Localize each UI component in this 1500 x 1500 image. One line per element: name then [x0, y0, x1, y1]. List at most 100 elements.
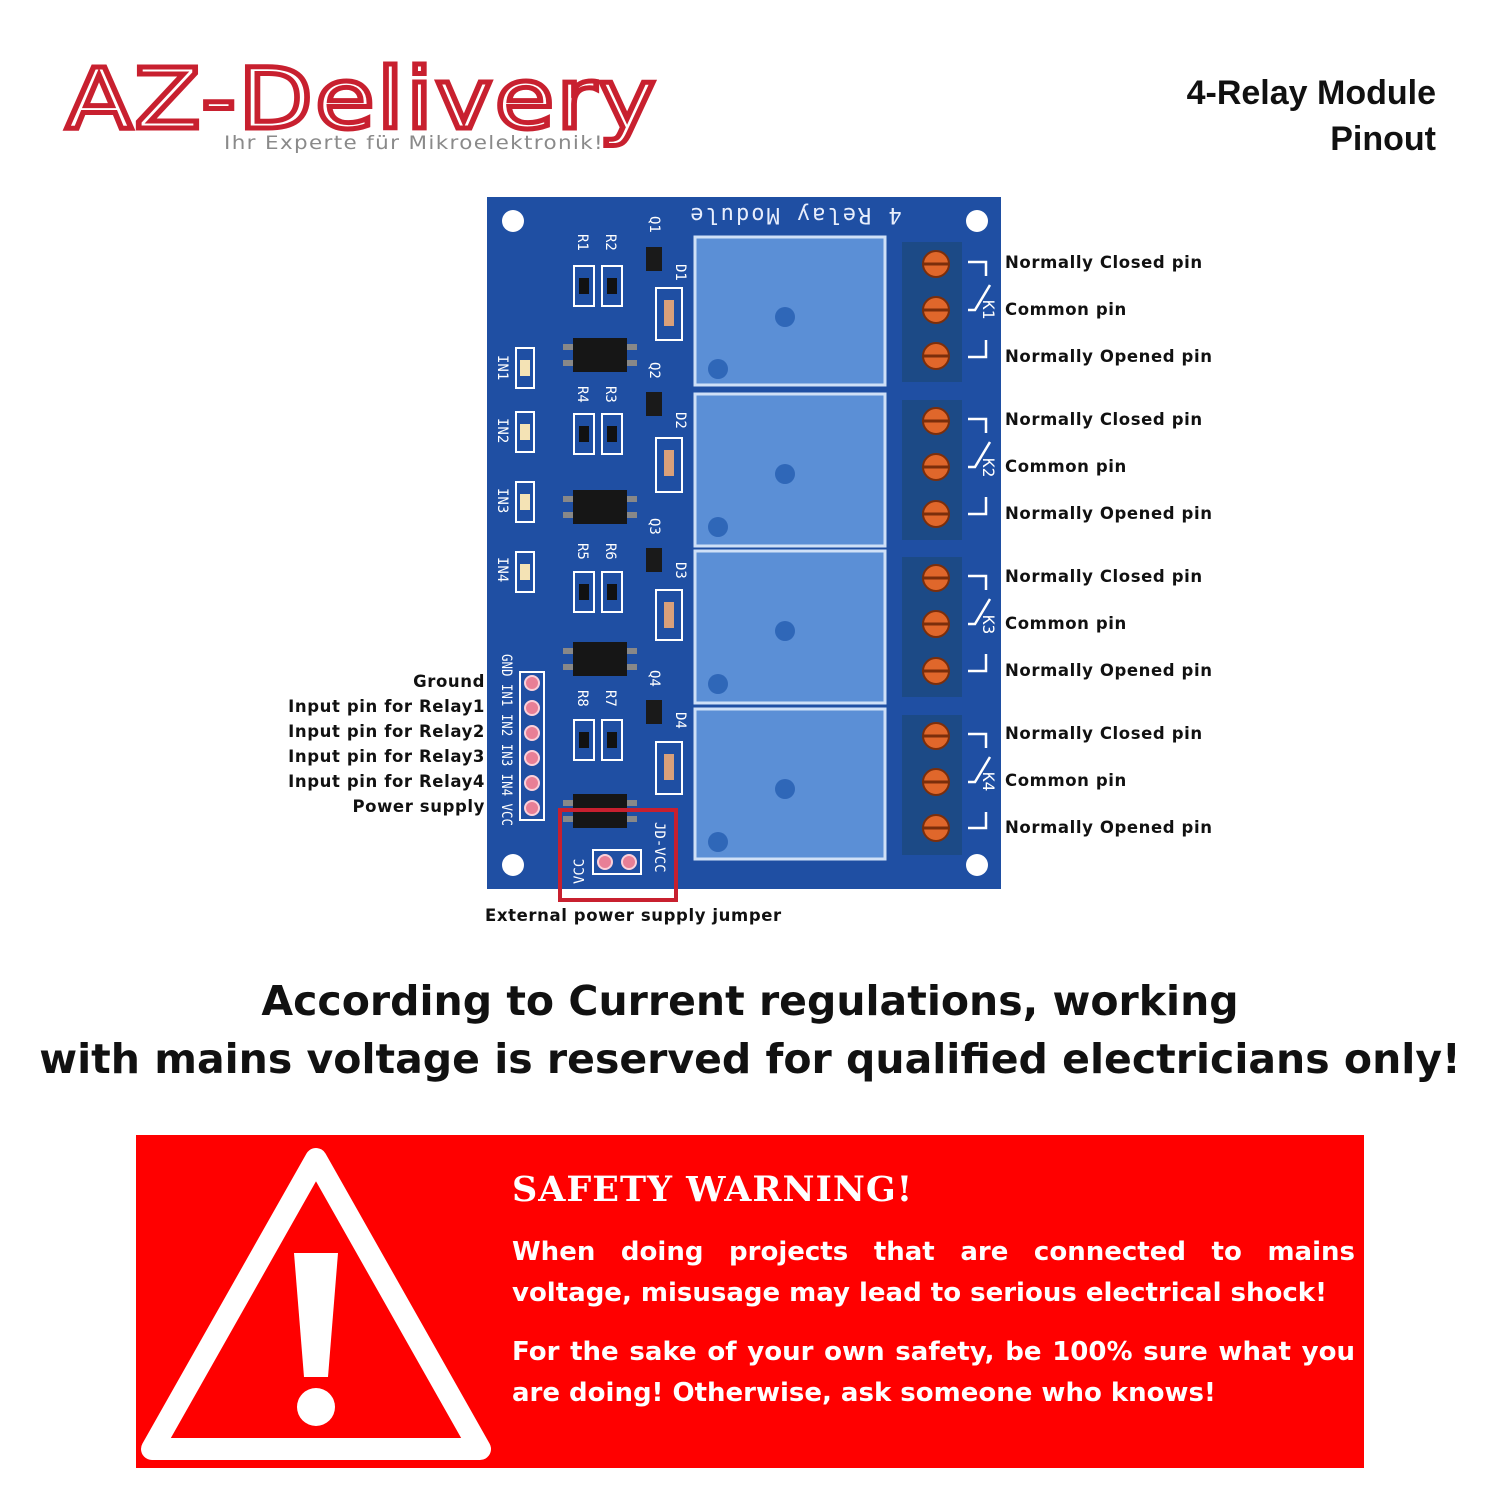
- pin-header: [519, 671, 545, 821]
- diode-label-d1: D1: [672, 264, 688, 281]
- regulation-notice: According to Current regulations, workin…: [0, 972, 1500, 1088]
- resistor: [573, 571, 595, 613]
- header-label-gnd: Ground: [413, 672, 485, 691]
- jumper-header: [592, 849, 642, 875]
- pin-label-k4-com: Common pin: [1005, 771, 1127, 790]
- relay-k4: [693, 707, 887, 861]
- relay-label-k1: K1: [979, 300, 998, 319]
- resistor: [601, 719, 623, 761]
- resistor-label: R1: [574, 234, 590, 251]
- regulation-line1: According to Current regulations, workin…: [261, 977, 1239, 1025]
- pin-label-k2-nc: Normally Closed pin: [1005, 410, 1203, 429]
- relay-switch-symbols: [968, 260, 992, 830]
- pin-label-k1-no: Normally Opened pin: [1005, 347, 1213, 366]
- header-label-in2: Input pin for Relay2: [288, 722, 485, 741]
- pin-label-k1-nc: Normally Closed pin: [1005, 253, 1203, 272]
- resistor-label: R7: [602, 690, 618, 707]
- pin-label-k4-nc: Normally Closed pin: [1005, 724, 1203, 743]
- resistor: [573, 265, 595, 307]
- jumper-vcc-label: VCC: [572, 859, 588, 884]
- resistor: [601, 571, 623, 613]
- silkscreen-title: 4 Relay Module: [688, 202, 901, 227]
- header-label-in3: Input pin for Relay3: [288, 747, 485, 766]
- relay-label-k2: K2: [979, 458, 998, 477]
- module-title: 4-Relay Module Pinout: [1187, 70, 1436, 162]
- pin-label-k4-no: Normally Opened pin: [1005, 818, 1213, 837]
- header-pin-gnd: [524, 675, 540, 691]
- warning-title: SAFETY WARNING!: [512, 1169, 914, 1210]
- resistor-label: R8: [574, 690, 590, 707]
- transistor-label-q2: Q2: [646, 362, 662, 379]
- jumper-pin: [621, 854, 637, 870]
- terminal-block-k3: [902, 557, 962, 697]
- diode: [655, 589, 683, 641]
- header-label-vcc: Power supply: [352, 797, 485, 816]
- led-label-in3: IN3: [494, 488, 510, 513]
- led-in4: [515, 551, 535, 593]
- warning-text-2: For the sake of your own safety, be 100%…: [512, 1337, 1355, 1408]
- logo-tagline: Ihr Experte für Mikroelektronik!: [224, 132, 604, 154]
- led-in2: [515, 411, 535, 453]
- resistor-label: R6: [602, 543, 618, 560]
- resistor-label: R5: [574, 543, 590, 560]
- led-in3: [515, 481, 535, 523]
- header-pin-in1: [524, 700, 540, 716]
- header-silkscreen: GND IN1 IN2 IN3 IN4 VCC: [498, 654, 514, 826]
- resistor-label: R3: [602, 386, 618, 403]
- diode: [655, 287, 683, 341]
- resistor: [601, 413, 623, 455]
- transistor: [646, 247, 662, 271]
- pin-label-k2-no: Normally Opened pin: [1005, 504, 1213, 523]
- terminal-block-k2: [902, 400, 962, 540]
- header-pin-in2: [524, 725, 540, 741]
- led-label-in1: IN1: [494, 355, 510, 380]
- mounting-hole: [502, 210, 524, 232]
- optocoupler: [563, 338, 637, 372]
- pin-label-k1-com: Common pin: [1005, 300, 1127, 319]
- led-label-in4: IN4: [494, 557, 510, 582]
- transistor: [646, 548, 662, 572]
- optocoupler: [563, 642, 637, 676]
- mounting-hole: [966, 854, 988, 876]
- jumper-caption: External power supply jumper: [485, 906, 782, 925]
- terminal-block-k1: [902, 242, 962, 382]
- pin-label-k3-nc: Normally Closed pin: [1005, 567, 1203, 586]
- jumper-jdvcc-label: JD-VCC: [651, 822, 667, 873]
- diode-label-d2: D2: [672, 412, 688, 429]
- relay-label-k3: K3: [979, 615, 998, 634]
- pin-label-k2-com: Common pin: [1005, 457, 1127, 476]
- terminal-block-k4: [902, 715, 962, 855]
- header-label-in4: Input pin for Relay4: [288, 772, 485, 791]
- optocoupler: [563, 490, 637, 524]
- relay-k1: [693, 235, 887, 387]
- warning-text-1: When doing projects that are connected t…: [512, 1237, 1355, 1308]
- module-title-line2: Pinout: [1330, 120, 1436, 158]
- header-pin-in4: [524, 775, 540, 791]
- resistor: [573, 719, 595, 761]
- jumper-pin: [597, 854, 613, 870]
- transistor-label-q3: Q3: [646, 518, 662, 535]
- resistor-label: R4: [574, 386, 590, 403]
- jumper-highlight: [558, 808, 678, 902]
- az-delivery-logo: AZ-Delivery Ihr Experte für Mikroelektro…: [64, 50, 659, 154]
- header-pin-vcc: [524, 800, 540, 816]
- transistor: [646, 700, 662, 724]
- relay-k3: [693, 549, 887, 705]
- led-label-in2: IN2: [494, 418, 510, 443]
- relay-label-k4: K4: [979, 772, 998, 791]
- relay-k2: [693, 392, 887, 548]
- pin-label-k3-no: Normally Opened pin: [1005, 661, 1213, 680]
- warning-triangle-icon: [141, 1148, 491, 1460]
- resistor-label: R2: [602, 234, 618, 251]
- mounting-hole: [966, 210, 988, 232]
- resistor: [573, 413, 595, 455]
- diode-label-d4: D4: [672, 712, 688, 729]
- safety-warning-box: SAFETY WARNING! When doing projects that…: [136, 1135, 1364, 1468]
- transistor-label-q1: Q1: [646, 216, 662, 233]
- header-label-in1: Input pin for Relay1: [288, 697, 485, 716]
- transistor-label-q4: Q4: [646, 670, 662, 687]
- pin-label-k3-com: Common pin: [1005, 614, 1127, 633]
- transistor: [646, 392, 662, 416]
- relay-board-diagram: 4 Relay Module: [487, 197, 1001, 902]
- mounting-hole: [502, 854, 524, 876]
